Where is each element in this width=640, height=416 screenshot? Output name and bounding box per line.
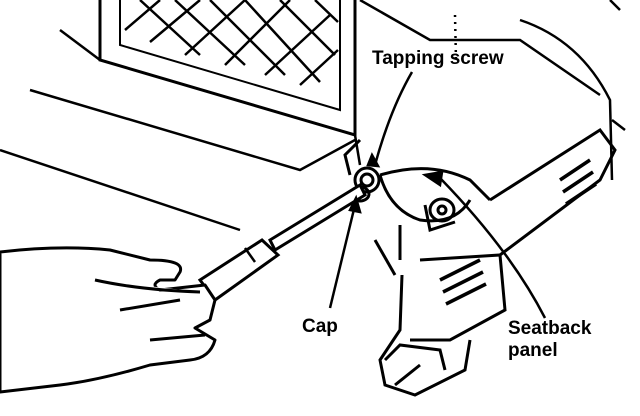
seat-frame: [0, 0, 626, 232]
seat-mesh: [98, 0, 357, 138]
panel-bolt: [423, 197, 456, 232]
screwdriver: [197, 182, 367, 303]
label-cap: Cap: [302, 316, 338, 337]
label-tapping-screw: Tapping screw: [372, 48, 504, 69]
label-seatback-line2: panel: [508, 340, 558, 361]
label-seatback-panel: Seatback panel: [508, 318, 591, 362]
seatback-panel: [373, 127, 617, 397]
leader-lines: [328, 14, 547, 319]
hand: [0, 246, 217, 394]
tapping-screw-cap: [343, 138, 381, 203]
label-seatback-line1: Seatback: [508, 318, 592, 339]
